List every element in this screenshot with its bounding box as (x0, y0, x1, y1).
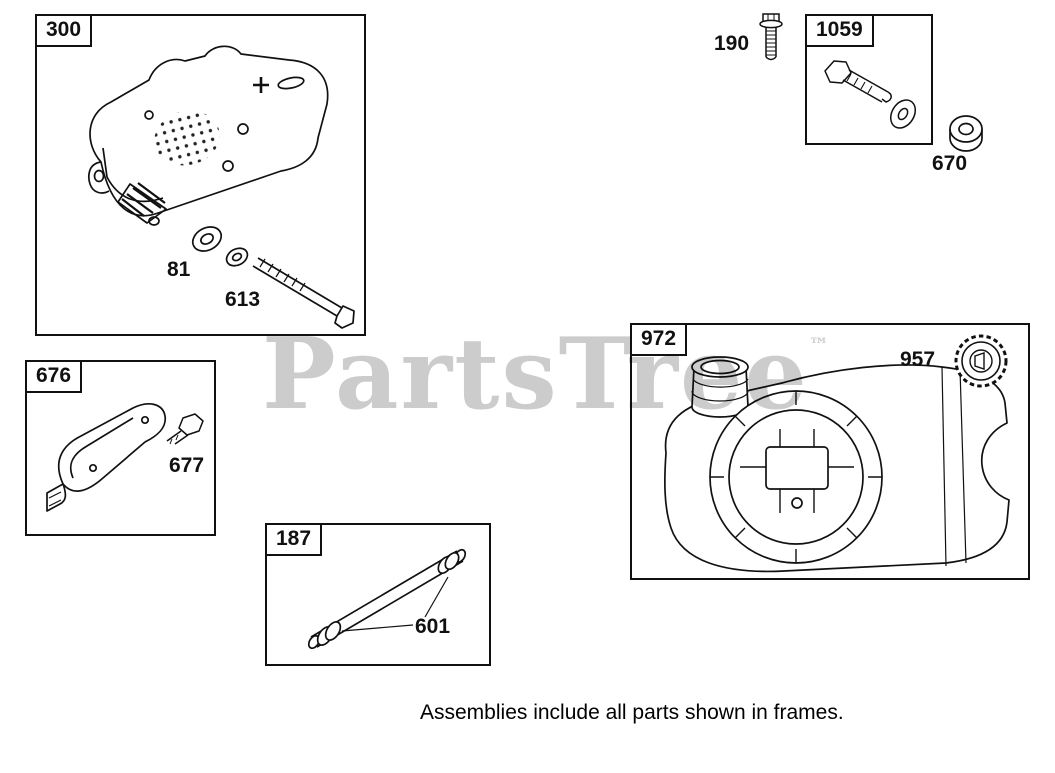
flange-bolt-drawing (759, 13, 783, 61)
clamp-leader-lines (341, 576, 449, 632)
frame-label-fuel-line-group: 187 (265, 523, 323, 557)
muffler-screw-drawing (252, 257, 355, 329)
frame-bolt-washer-kit: 1059 (805, 14, 933, 145)
part-label-fuel-cap: 957 (900, 348, 936, 371)
fuel-cap-drawing (954, 334, 1008, 388)
part-label-guard-screw: 677 (169, 454, 205, 477)
tank-body (664, 356, 1010, 573)
muffler-washers (191, 226, 249, 267)
part-label-flange-bolt: 190 (714, 32, 750, 55)
part-label-muffler-washer: 81 (167, 258, 191, 281)
guard-body (46, 403, 167, 512)
kit-bolt-washer-drawing (824, 60, 917, 129)
part-label-muffler-screw: 613 (225, 288, 261, 311)
frame-label-muffler-guard-group: 676 (25, 360, 83, 394)
frame-label-fuel-tank-group: 972 (630, 323, 688, 357)
fuel-line-drawing (307, 548, 467, 650)
muffler-drawing (88, 45, 355, 329)
fuel-hose (307, 548, 467, 650)
guard-screw-drawing (166, 413, 204, 445)
part-label-spacer: 670 (932, 152, 968, 175)
assemblies-note: Assemblies include all parts shown in fr… (420, 701, 844, 724)
frame-muffler-guard-group: 676 677 (25, 360, 216, 536)
muffler-body (88, 45, 329, 226)
frame-label-muffler-group: 300 (35, 14, 93, 48)
muffler-guard-drawing (46, 403, 204, 512)
frame-muffler-group: 300 (35, 14, 366, 336)
frame-fuel-line-group: 187 601 (265, 523, 491, 666)
fuel-tank-drawing (664, 334, 1010, 573)
frame-label-bolt-washer-kit: 1059 (805, 14, 874, 48)
spacer-drawing (949, 115, 983, 152)
frame-fuel-tank-group: 972 957 (630, 323, 1030, 580)
part-label-hose-clamp: 601 (415, 615, 451, 638)
